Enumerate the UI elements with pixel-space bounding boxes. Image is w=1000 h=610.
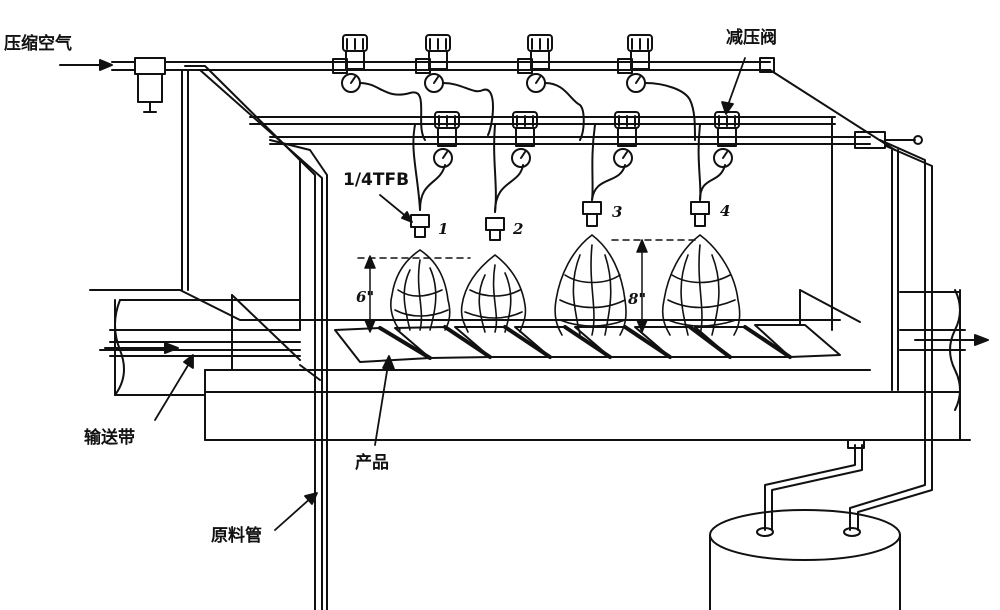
spray-patterns (390, 234, 741, 336)
label-product: 产品 (355, 453, 389, 473)
label-feed-pipe: 原料管 (211, 526, 262, 546)
conveyor (89, 289, 989, 441)
nozzle-number: 4 (720, 202, 731, 220)
products (334, 324, 841, 363)
air-inlet (59, 57, 775, 113)
dimension-height-right: 8" (628, 290, 647, 308)
nozzle-number: 3 (612, 203, 623, 221)
label-compressed-air: 压缩空气 (4, 34, 72, 54)
feed-tank (709, 509, 901, 610)
label-pressure-reducing-valve: 减压阀 (726, 28, 777, 48)
feed-pipe-right (764, 139, 933, 531)
label-nozzle-model: 1/4TFB (343, 170, 410, 190)
leader-lines (154, 57, 746, 531)
label-conveyor-belt: 输送带 (84, 428, 135, 448)
feed-pipe-left (184, 65, 328, 610)
air-manifold-lower (249, 116, 923, 149)
nozzle-number: 2 (513, 220, 524, 238)
nozzles (410, 201, 710, 241)
nozzle-number: 1 (438, 220, 449, 238)
dimension-markers (357, 239, 701, 333)
dimension-height-left: 6" (356, 288, 375, 306)
upper-regulators (332, 34, 696, 141)
lower-regulators (412, 111, 740, 213)
